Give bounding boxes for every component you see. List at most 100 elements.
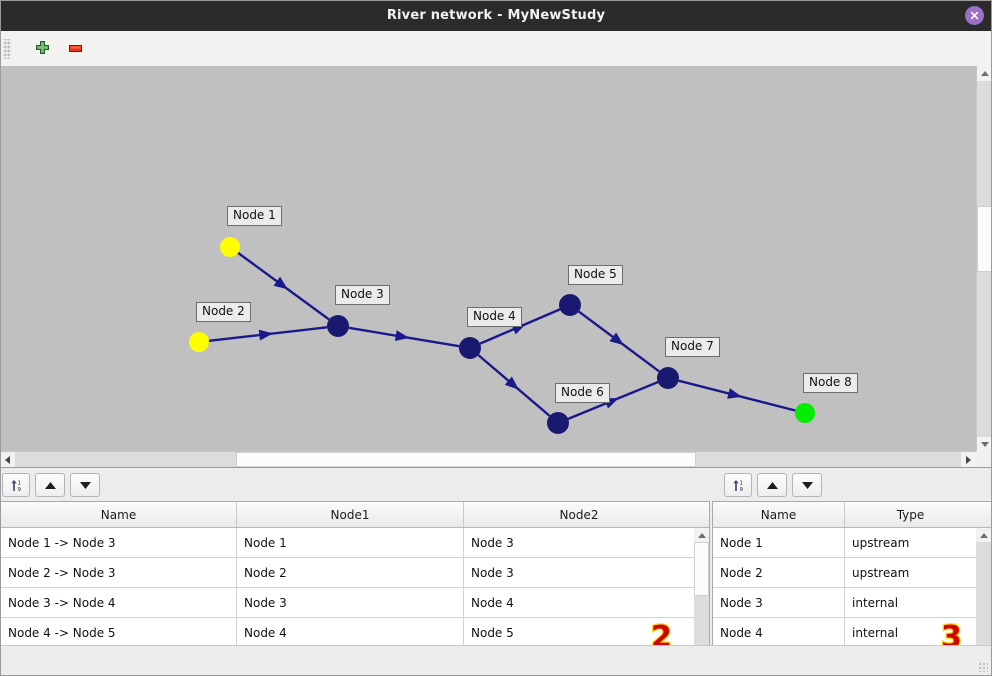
scroll-up-arrow-icon[interactable] [977,66,992,81]
graph-canvas[interactable]: Node 1 Node 2 Node 3 Node 4 Node 5 Node 6 Node… [0,66,976,452]
remove-node-button[interactable] [62,36,88,62]
nodes-move-down-button[interactable] [792,473,822,497]
table-cell[interactable]: internal [852,595,899,610]
column-header-node2[interactable]: Node2 [559,507,599,522]
graph-node-node-2[interactable] [189,332,209,352]
graph-node-node-1[interactable] [220,237,240,257]
nodes-scroll-up-arrow-icon[interactable] [976,528,991,542]
table-cell[interactable]: Node 3 [237,588,464,617]
table-cell[interactable]: Node 4 [713,618,845,647]
reaches-move-up-button[interactable] [35,473,65,497]
status-bar [0,645,992,676]
reaches-vertical-scrollbar[interactable] [694,528,709,662]
graph-edge-arrow-icon [273,276,288,290]
table-cell[interactable]: upstream [852,535,910,550]
table-cell[interactable]: Node 3 [471,565,514,580]
main-toolbar [0,31,992,67]
table-cell[interactable]: Node 1 [237,528,464,557]
table-row[interactable]: Node 2 upstream [713,558,991,588]
reaches-vscroll-thumb[interactable] [694,542,709,596]
table-cell[interactable]: Node 4 -> Node 5 [1,618,237,647]
graph-edge-arrow-icon [394,330,410,342]
graph-node-label-node-7[interactable]: Node 7 [665,337,720,357]
nodes-sort-button[interactable]: 1 9 [724,473,752,497]
add-node-button[interactable] [29,36,55,62]
column-header-type[interactable]: Type [896,507,925,522]
table-cell[interactable]: Node 1 [713,528,845,557]
title-bar: River network - MyNewStudy [0,0,992,32]
column-header-name[interactable]: Name [713,502,845,527]
graph-node-label-node-5[interactable]: Node 5 [568,265,623,285]
graph-node-node-8[interactable] [795,403,815,423]
nodes-move-up-button[interactable] [757,473,787,497]
table-cell[interactable]: internal [852,625,899,640]
window-title: River network - MyNewStudy [386,8,606,23]
graph-node-node-3[interactable] [327,315,349,337]
graph-node-node-7[interactable] [657,367,679,389]
table-cell[interactable]: Node 2 [713,558,845,587]
close-icon[interactable] [965,6,984,25]
table-row[interactable]: Node 4 internal [713,618,991,648]
graph-node-label-node-6[interactable]: Node 6 [555,383,610,403]
graph-horizontal-scrollbar[interactable] [0,451,976,467]
table-row[interactable]: Node 1 upstream [713,528,991,558]
graph-edge-arrow-icon [504,376,519,390]
table-row[interactable]: Node 3 internal [713,588,991,618]
graph-node-node-5[interactable] [559,294,581,316]
graph-vscroll-thumb[interactable] [977,206,992,272]
table-cell[interactable]: Node 2 [237,558,464,587]
table-cell[interactable]: Node 4 [237,618,464,647]
scroll-left-arrow-icon[interactable] [0,452,15,467]
graph-node-label-node-4[interactable]: Node 4 [467,307,522,327]
table-cell[interactable]: upstream [852,565,910,580]
nodes-vertical-scrollbar[interactable] [976,528,991,662]
toolbar-grip[interactable] [3,38,11,59]
scroll-down-arrow-icon[interactable] [977,437,992,452]
table-cell[interactable]: Node 4 [471,595,514,610]
column-header-name[interactable]: Name [1,502,237,527]
svg-text:1: 1 [17,480,20,486]
reaches-move-down-button[interactable] [70,473,100,497]
table-cell[interactable]: Node 3 [713,588,845,617]
graph-node-label-node-3[interactable]: Node 3 [335,285,390,305]
scrollbar-corner [976,451,992,467]
table-cell[interactable]: Node 1 -> Node 3 [1,528,237,557]
svg-text:1: 1 [739,480,742,486]
reaches-toolbar: 1 9 [0,471,710,499]
column-header-node1[interactable]: Node1 [237,502,464,527]
reaches-sort-button[interactable]: 1 9 [2,473,30,497]
reaches-scroll-up-arrow-icon[interactable] [694,528,709,542]
graph-edge-arrow-icon [727,388,742,399]
graph-vertical-scrollbar[interactable] [976,66,992,452]
graph-node-node-6[interactable] [547,412,569,434]
nodes-toolbar: 1 9 [712,471,992,499]
graph-hscroll-thumb[interactable] [236,452,696,467]
graph-node-label-node-8[interactable]: Node 8 [803,373,858,393]
graph-edge-arrow-icon [258,329,274,341]
graph-node-label-node-2[interactable]: Node 2 [196,302,251,322]
graph-node-label-node-1[interactable]: Node 1 [227,206,282,226]
graph-edge-arrow-icon [609,332,624,346]
network-diagram [189,237,815,434]
graph-panel: Node 1 Node 2 Node 3 Node 4 Node 5 Node 6 Node… [0,66,992,468]
table-cell[interactable]: Node 3 [471,535,514,550]
resize-grip-icon[interactable] [978,662,988,672]
svg-text:9: 9 [17,487,20,493]
table-cell[interactable]: Node 2 -> Node 3 [1,558,237,587]
graph-node-node-4[interactable] [459,337,481,359]
table-cell[interactable]: Node 3 -> Node 4 [1,588,237,617]
table-cell[interactable]: Node 5 [471,625,514,640]
scroll-right-arrow-icon[interactable] [961,452,976,467]
